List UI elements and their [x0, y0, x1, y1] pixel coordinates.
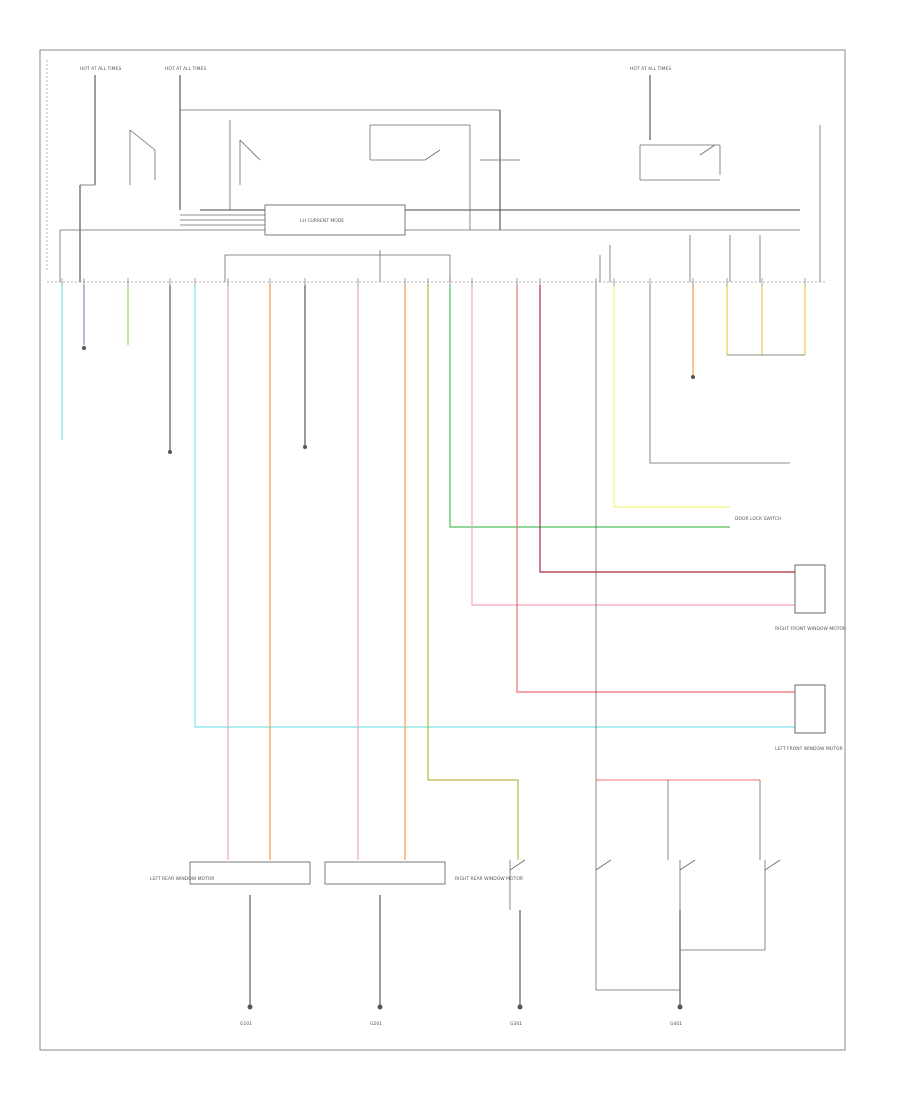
ground-5	[377, 1004, 383, 1010]
wire-yellow	[613, 285, 730, 508]
wire-olive	[427, 285, 519, 860]
ground-8	[691, 375, 695, 379]
ground-3	[303, 445, 307, 449]
wire-red	[516, 285, 795, 693]
wire-cyan-long	[194, 285, 800, 728]
left-rear-window-motor	[189, 861, 311, 885]
ground-label-g4: G401	[670, 1021, 682, 1027]
power-feed-section	[59, 75, 821, 282]
connector-ticks	[61, 278, 806, 286]
ground-1	[82, 346, 86, 350]
right-front-window-motor	[794, 564, 826, 614]
bottom-switch-section: LEFT REAR WINDOW MOTOR RIGHT REAR WINDOW…	[150, 859, 781, 1005]
ground-7	[677, 1004, 683, 1010]
left-rear-motor-label: LEFT REAR WINDOW MOTOR	[150, 876, 215, 882]
right-rear-motor-label: RIGHT REAR WINDOW MOTOR	[455, 876, 523, 882]
ground-label-g3: G301	[510, 1021, 522, 1027]
central-connector-label: LH CURRENT MODE	[300, 218, 344, 224]
ground-label-g2: G201	[370, 1021, 382, 1027]
diagram-border	[39, 49, 846, 1051]
label-hot-2: HOT AT ALL TIMES	[165, 66, 206, 72]
wire-group	[61, 285, 806, 860]
left-front-motor-label: LEFT FRONT WINDOW MOTOR	[775, 746, 843, 752]
central-connector-box	[264, 204, 406, 236]
door-lock-switch-label: DOOR LOCK SWITCH	[735, 516, 781, 522]
label-hot-3: HOT AT ALL TIMES	[630, 66, 671, 72]
right-front-motor-label: RIGHT FRONT WINDOW MOTOR	[775, 626, 846, 632]
label-hot-1: HOT AT ALL TIMES	[80, 66, 121, 72]
ground-2	[168, 450, 172, 454]
wire-green	[449, 285, 730, 528]
wire-dark-red	[539, 285, 795, 573]
ground-4	[247, 1004, 253, 1010]
ground-label-g1: G101	[240, 1021, 252, 1027]
ground-symbols	[82, 346, 695, 1010]
wire-pink-3	[471, 285, 795, 606]
ground-6	[517, 1004, 523, 1010]
right-rear-window-motor	[324, 861, 446, 885]
left-front-window-motor	[794, 684, 826, 734]
